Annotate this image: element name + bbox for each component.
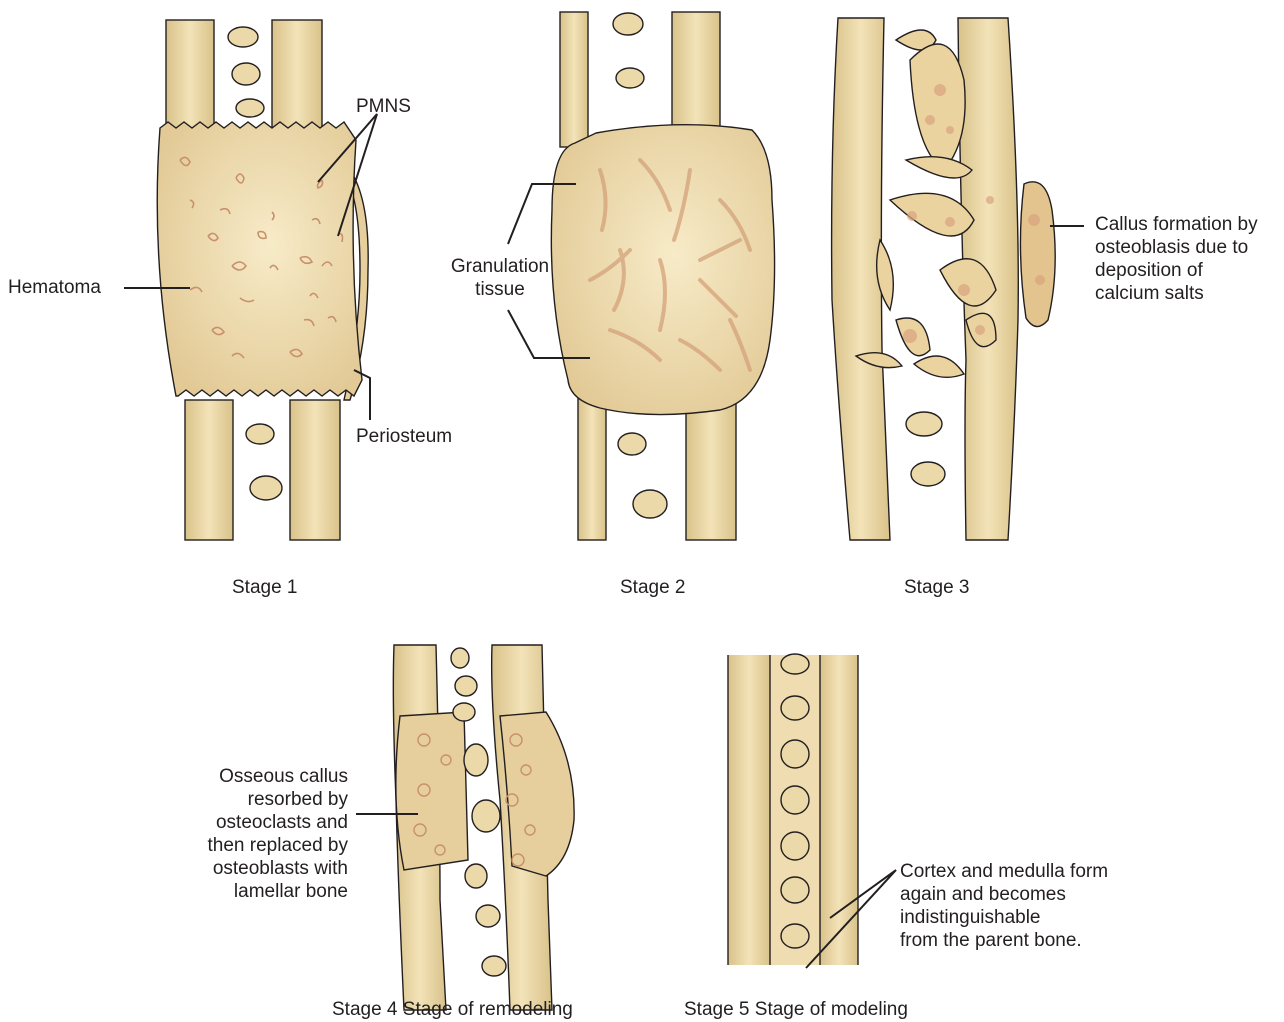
stage1-caption: Stage 1 — [232, 576, 298, 599]
stage1-cortex-left-upper — [166, 20, 214, 135]
stage-2-granulation — [551, 12, 774, 540]
callus-label: Callus formation by osteoblasis due to d… — [1095, 213, 1258, 305]
stage2-caption: Stage 2 — [620, 576, 686, 599]
stage1-cortex-left-lower — [185, 400, 233, 540]
stage-5-modeling — [728, 654, 858, 965]
stage3-callus-right — [1020, 182, 1055, 327]
stage2-cortex-right-lower — [686, 395, 736, 540]
pmns-label: PMNS — [356, 95, 411, 118]
stage3-marrow-cells — [906, 412, 945, 486]
stage5-cortex-left — [728, 655, 770, 965]
cortex-label: Cortex and medulla form again and become… — [900, 860, 1108, 952]
stage2-cortex-left-upper — [560, 12, 588, 147]
stage1-cortex-right-upper — [272, 20, 322, 135]
stage4-caption: Stage 4 Stage of remodeling — [332, 998, 573, 1021]
stage1-hematoma-mass — [157, 122, 362, 396]
stage-4-remodeling — [393, 645, 574, 1010]
hematoma-label: Hematoma — [8, 276, 101, 299]
periosteum-label: Periosteum — [356, 425, 452, 448]
granulation-label: Granulation tissue — [436, 255, 564, 301]
stage2-cortex-right-upper — [672, 12, 720, 142]
stage1-cortex-right-lower — [290, 400, 340, 540]
stage3-caption: Stage 3 — [904, 576, 970, 599]
stage5-caption: Stage 5 Stage of modeling — [684, 998, 908, 1021]
stage-3-callus — [832, 18, 1056, 540]
stage2-cortex-left-lower — [578, 390, 606, 540]
stage4-callus-left — [396, 712, 468, 870]
osseous-label: Osseous callus resorbed by osteoclasts a… — [150, 765, 348, 903]
stage-1-hematoma — [157, 20, 368, 540]
